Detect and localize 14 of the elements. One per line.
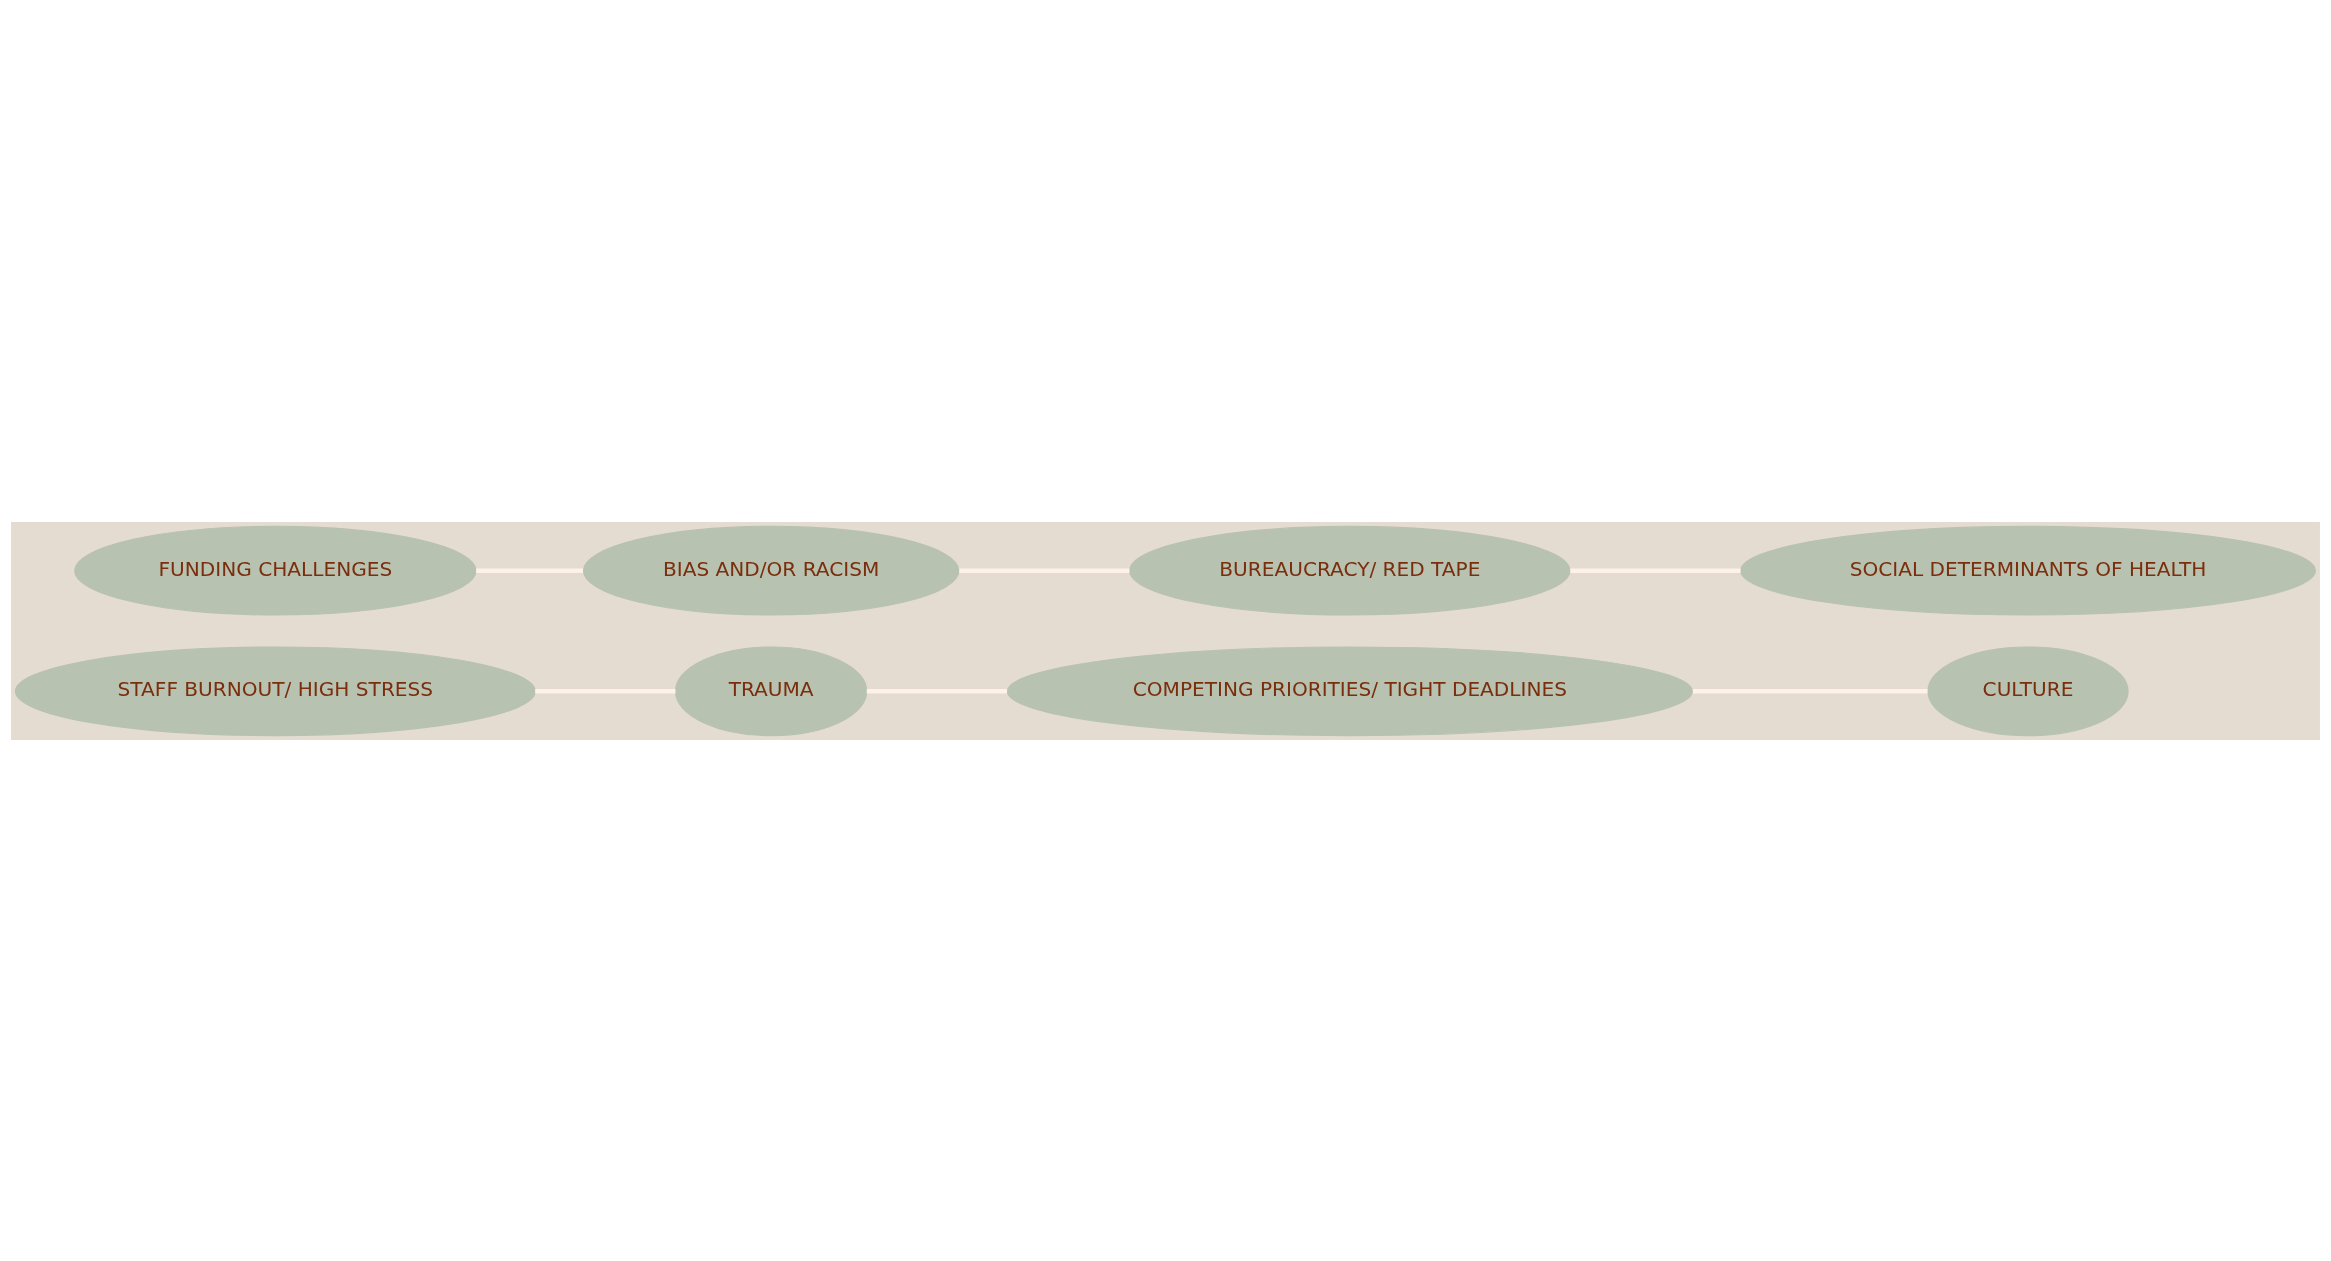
- node-ellipse: CULTURE: [1927, 645, 2129, 736]
- node-ellipse: BUREAUCRACY/ RED TAPE: [1129, 525, 1571, 616]
- connector: [959, 567, 1130, 573]
- node-ellipse: FUNDING CHALLENGES: [74, 525, 477, 616]
- connector: [1692, 688, 1928, 694]
- node-ellipse: TRAUMA: [674, 645, 868, 736]
- connector: [1570, 567, 1741, 573]
- connector: [476, 567, 583, 573]
- node-ellipse: COMPETING PRIORITIES/ TIGHT DEADLINES: [1006, 645, 1693, 736]
- node-ellipse: STAFF BURNOUT/ HIGH STRESS: [14, 645, 536, 736]
- connector: [535, 688, 676, 694]
- node-ellipse: SOCIAL DETERMINANTS OF HEALTH: [1740, 525, 2316, 616]
- node-ellipse: BIAS AND/OR RACISM: [582, 525, 960, 616]
- connector: [866, 688, 1008, 694]
